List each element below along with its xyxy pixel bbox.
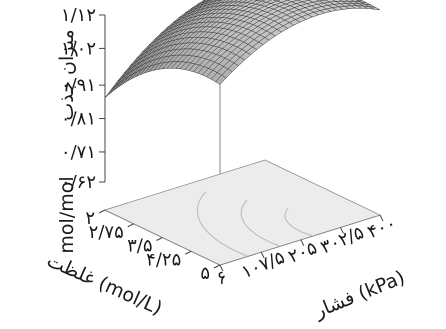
z-tick-label-1: ۰/۷۱: [61, 142, 96, 163]
y-axis-title: فشار (kPa): [311, 266, 408, 322]
z-tick-label-4: ۱/۰۲: [61, 38, 96, 59]
floor-contour-1: [240, 199, 279, 247]
y-tick-mark-1: [260, 251, 265, 259]
z-tick-label-2: ۰/۸۱: [61, 109, 96, 130]
x-tick-label-1: ۲/۷۵: [89, 222, 124, 243]
floor-contours: [103, 159, 382, 266]
y-tick-mark-0: [219, 264, 224, 272]
x-tick-mark-0: [98, 209, 106, 214]
x-tick-label-4: ۵: [200, 263, 210, 284]
z-tick-label-5: ۱/۱۲: [61, 5, 96, 26]
surface-cell: [206, 0, 212, 2]
surface-cell: [229, 0, 238, 3]
x-tick-mark-3: [185, 250, 192, 255]
surface-cell: [208, 0, 217, 3]
surface-cell: [256, 0, 266, 2]
z-tick-label-3: ۰/۹۱: [61, 75, 96, 96]
y-tick-mark-4: [379, 214, 384, 222]
x-tick-label-0: ۲: [85, 208, 95, 229]
y-tick-mark-3: [339, 227, 344, 234]
x-tick-mark-1: [127, 223, 134, 228]
x-tick-mark-4: [213, 264, 221, 269]
y-tick-label-0: ۶: [214, 266, 231, 289]
surface-cell: [233, 0, 243, 3]
surface-cell: [272, 0, 281, 2]
floor-contour-0: [284, 207, 312, 236]
surface-cell: [224, 0, 234, 3]
z-axis-unit: mol/mol: [56, 176, 78, 253]
x-tick-label-3: ۴/۲۵: [146, 249, 181, 270]
floor-contour-2: [196, 191, 248, 257]
z-tick-label-0: ۰/۶۲: [61, 172, 96, 193]
x-tick-label-2: ۳/۵: [127, 236, 152, 257]
surface-cell: [203, 0, 206, 1]
floor-plane: [103, 159, 382, 266]
surface-cell: [369, 6, 381, 11]
z-axis-title: میزان جذب: [56, 29, 78, 120]
response-surface: [104, 0, 381, 98]
surface-cell: [217, 0, 223, 1]
surface-cell: [213, 0, 220, 2]
x-tick-mark-2: [156, 237, 163, 241]
y-tick-mark-2: [300, 239, 305, 246]
